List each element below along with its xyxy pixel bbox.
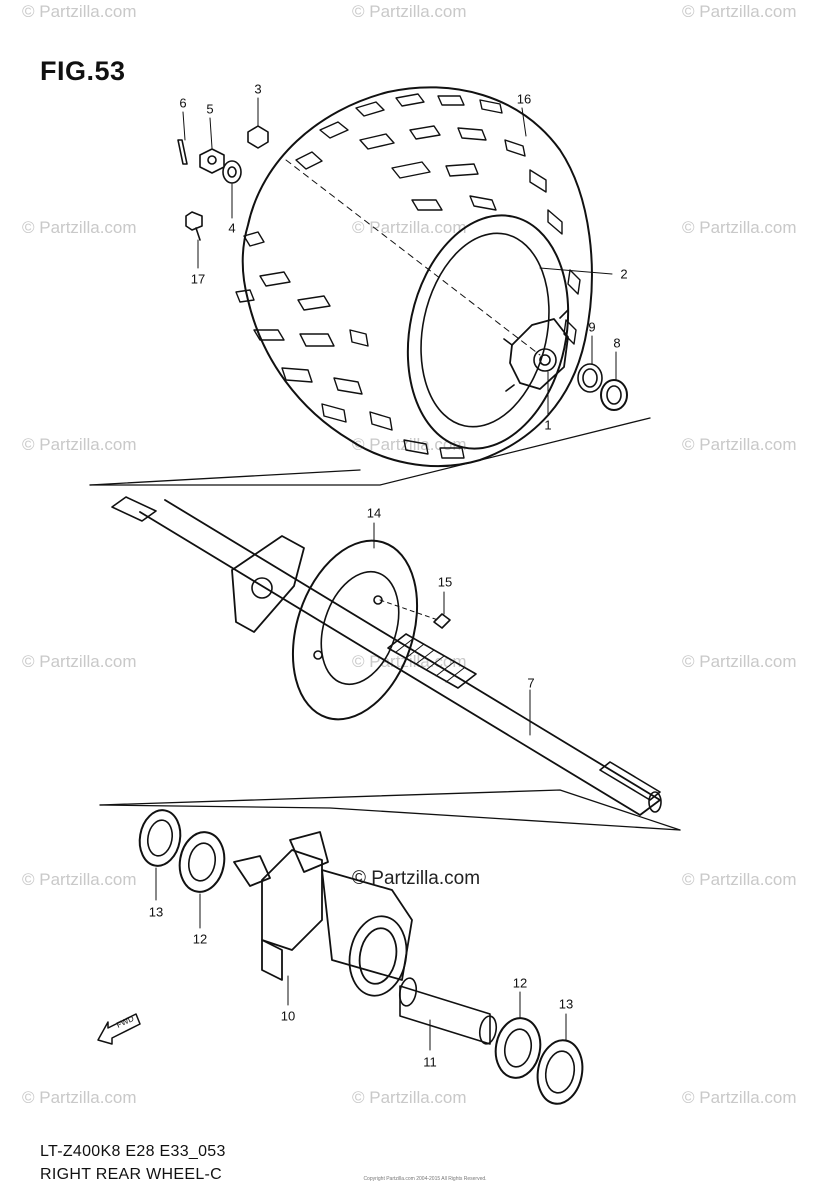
fwd-arrow-icon: FWD (97, 1013, 141, 1045)
figure-caption: RIGHT REAR WHEEL-C (40, 1166, 223, 1183)
bearing-12 (494, 1017, 542, 1079)
bolt-15 (433, 613, 451, 629)
callout-4: 4 (228, 220, 236, 236)
watermark: © Partzilla.com (682, 870, 797, 889)
figure-title: FIG.53 (40, 56, 126, 86)
callout-15: 15 (437, 574, 453, 590)
watermark: © Partzilla.com (22, 435, 137, 454)
watermark: © Partzilla.com (352, 2, 467, 21)
callout-1: 1 (544, 417, 552, 433)
nut-3 (247, 125, 269, 149)
callout-9: 9 (588, 319, 596, 335)
callout-10: 10 (280, 1008, 296, 1024)
callout-8: 8 (613, 335, 621, 351)
callout-12: 12 (512, 975, 528, 991)
callout-14: 14 (366, 505, 382, 521)
callout-7: 7 (527, 675, 535, 691)
watermark: © Partzilla.com (352, 1088, 467, 1107)
watermark: © Partzilla.com (682, 1088, 797, 1107)
watermark: © Partzilla.com (682, 2, 797, 21)
callout-17: 17 (190, 271, 206, 287)
watermark: © Partzilla.com (22, 2, 137, 21)
watermark: © Partzilla.com (22, 652, 137, 671)
washer-4 (222, 160, 242, 184)
watermark-center: © Partzilla.com (352, 868, 481, 889)
rear-axle (111, 496, 662, 816)
watermark: © Partzilla.com (352, 218, 467, 237)
watermark: © Partzilla.com (22, 1088, 137, 1107)
axle-hub (231, 535, 305, 633)
copyright-fine-print: Copyright Partzilla.com 2004-2015 All Ri… (363, 1176, 487, 1182)
callout-13: 13 (148, 904, 164, 920)
oil-seal-9 (577, 363, 603, 393)
watermark: © Partzilla.com (352, 435, 467, 454)
callout-11: 11 (423, 1054, 437, 1070)
oil-seal-13 (536, 1039, 584, 1105)
callout-13: 13 (558, 996, 574, 1012)
watermark: © Partzilla.com (22, 870, 137, 889)
cotter-pin-6 (177, 139, 188, 165)
watermark: © Partzilla.com (682, 218, 797, 237)
callout-5: 5 (206, 101, 214, 117)
bearing-housing (233, 831, 413, 997)
callout-16: 16 (516, 91, 532, 107)
watermark: © Partzilla.com (682, 652, 797, 671)
callout-3: 3 (254, 81, 262, 97)
watermark: © Partzilla.com (682, 435, 797, 454)
tire-assembly (235, 86, 593, 468)
callout-12: 12 (192, 931, 208, 947)
callout-6: 6 (179, 95, 187, 111)
callout-2: 2 (620, 266, 628, 282)
oil-seal-13 (138, 809, 182, 867)
bearing-12 (178, 831, 226, 893)
model-code: LT-Z400K8 E28 E33_053 (40, 1143, 226, 1160)
nut-5 (199, 148, 225, 174)
oil-seal-8 (600, 379, 628, 411)
spacer-11 (398, 977, 498, 1045)
valve-17 (185, 211, 203, 231)
watermark: © Partzilla.com (22, 218, 137, 237)
brake-disc (291, 539, 419, 721)
